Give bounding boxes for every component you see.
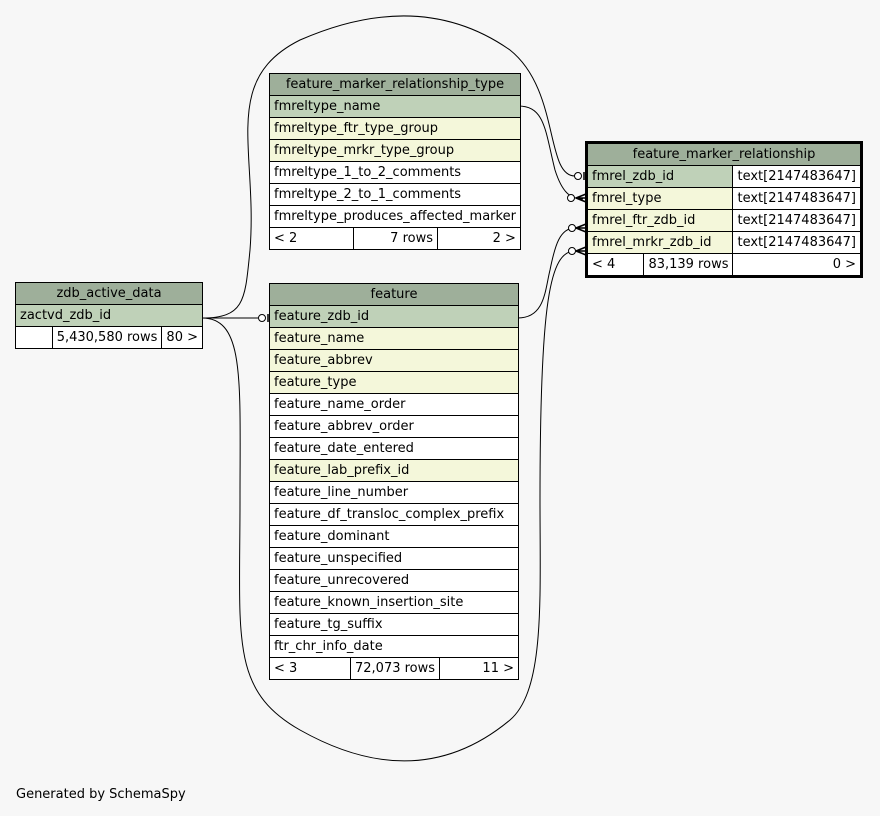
- column-name: feature_df_transloc_complex_prefix: [269, 503, 519, 526]
- parents-link[interactable]: [15, 326, 53, 349]
- column-name: feature_known_insertion_site: [269, 591, 519, 614]
- column-name: fmrel_type: [585, 187, 734, 210]
- edge-zad-to-fmrel-mrkr: [201, 250, 576, 762]
- column-name: feature_abbrev: [269, 349, 519, 372]
- edge-feature-to-fmrel-ftr: [517, 227, 576, 319]
- column-name: fmrel_ftr_zdb_id: [585, 209, 734, 232]
- column-name: feature_tg_suffix: [269, 613, 519, 636]
- edge-fmreltype-to-fmrel-type: [517, 105, 584, 200]
- column-type: text[2147483647]: [732, 165, 862, 188]
- table-zdb-active-data[interactable]: zdb_active_data zactvd_zdb_id 5,430,580 …: [15, 282, 203, 349]
- row-count: 5,430,580 rows: [51, 326, 163, 349]
- column-name: fmrel_mrkr_zdb_id: [585, 231, 734, 254]
- column-name: fmreltype_1_to_2_comments: [269, 161, 521, 184]
- column-name: fmreltype_mrkr_type_group: [269, 139, 521, 162]
- column-name: feature_date_entered: [269, 437, 519, 460]
- column-name: zactvd_zdb_id: [15, 304, 203, 327]
- column-name: feature_name_order: [269, 393, 519, 416]
- column-name: feature_lab_prefix_id: [269, 459, 519, 482]
- column-type: text[2147483647]: [732, 209, 862, 232]
- children-link[interactable]: 0 >: [732, 253, 862, 277]
- row-count: 7 rows: [353, 227, 438, 250]
- column-name: fmreltype_ftr_type_group: [269, 117, 521, 140]
- table-title[interactable]: feature: [269, 283, 519, 306]
- table-title[interactable]: feature_marker_relationship_type: [269, 73, 521, 96]
- row-count: 83,139 rows: [643, 253, 734, 277]
- column-name: fmrel_zdb_id: [585, 165, 734, 188]
- column-name: feature_abbrev_order: [269, 415, 519, 438]
- column-name: feature_name: [269, 327, 519, 350]
- table-feature[interactable]: feature feature_zdb_id feature_name feat…: [269, 283, 519, 680]
- table-title[interactable]: zdb_active_data: [15, 282, 203, 305]
- parents-link[interactable]: < 4: [585, 253, 645, 277]
- row-count: 72,073 rows: [349, 657, 441, 680]
- column-type: text[2147483647]: [732, 187, 862, 210]
- parents-link[interactable]: < 2: [269, 227, 354, 250]
- column-name: fmreltype_2_to_1_comments: [269, 183, 521, 206]
- children-link[interactable]: 11 >: [439, 657, 519, 680]
- children-link[interactable]: 80 >: [161, 326, 203, 349]
- column-name: feature_zdb_id: [269, 305, 519, 328]
- column-name: feature_unspecified: [269, 547, 519, 570]
- table-feature-marker-relationship[interactable]: feature_marker_relationship fmrel_zdb_id…: [585, 141, 863, 278]
- parents-link[interactable]: < 3: [269, 657, 351, 680]
- column-name: fmreltype_name: [269, 95, 521, 118]
- children-link[interactable]: 2 >: [437, 227, 521, 250]
- table-feature-marker-relationship-type[interactable]: feature_marker_relationship_type fmrelty…: [269, 73, 521, 250]
- table-title[interactable]: feature_marker_relationship: [586, 142, 862, 166]
- column-type: text[2147483647]: [732, 231, 862, 254]
- column-name: feature_unrecovered: [269, 569, 519, 592]
- column-name: feature_line_number: [269, 481, 519, 504]
- column-name: ftr_chr_info_date: [269, 635, 519, 658]
- column-name: fmreltype_produces_affected_marker: [269, 205, 521, 228]
- column-name: feature_dominant: [269, 525, 519, 548]
- column-name: feature_type: [269, 371, 519, 394]
- edge-zad-to-fmrel-zdb-id: [201, 15, 576, 319]
- generated-by-footer: Generated by SchemaSpy: [16, 787, 186, 802]
